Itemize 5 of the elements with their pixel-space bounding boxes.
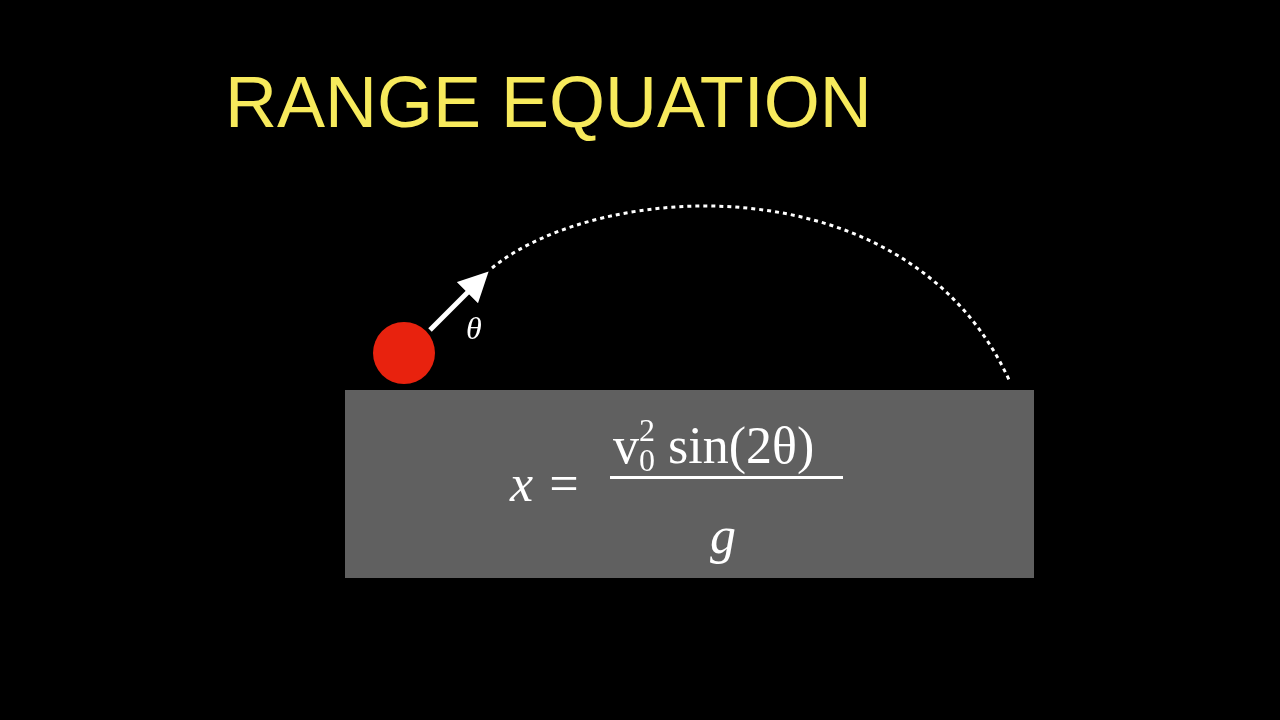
angle-label: θ bbox=[466, 312, 482, 344]
equation-lhs: x = bbox=[510, 458, 582, 510]
ground-block bbox=[345, 390, 1034, 578]
fraction-denominator: g bbox=[710, 510, 736, 562]
fraction-numerator: v$_{0}$$^{2}$ sin(2θ) bbox=[613, 414, 815, 476]
